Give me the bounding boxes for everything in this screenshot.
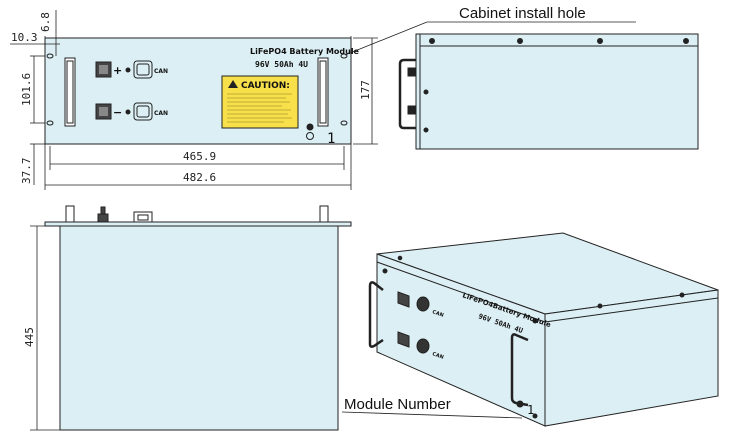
side-screw-icon bbox=[429, 38, 435, 44]
iso-front-face bbox=[376, 253, 546, 427]
caution-fine-print bbox=[227, 93, 292, 123]
module-number-callout: Module Number bbox=[344, 396, 451, 413]
top-dimension-lines bbox=[30, 225, 60, 431]
iso-terminal-icon bbox=[397, 291, 410, 308]
mount-hole-icon bbox=[46, 120, 54, 126]
iso-screw-icon bbox=[532, 413, 538, 419]
isometric-view bbox=[341, 232, 719, 427]
module-number-switch-icon bbox=[306, 132, 314, 140]
side-screw-icon bbox=[423, 89, 429, 95]
can-port-label: CAN bbox=[154, 110, 168, 117]
dim-top-offset: 6.8 bbox=[39, 12, 52, 32]
iso-can-label: CAN bbox=[431, 351, 444, 360]
front-rating-text: 96V 50Ah 4U bbox=[255, 60, 308, 69]
can-port-inner bbox=[136, 63, 150, 76]
iso-right-handle bbox=[510, 333, 529, 407]
iso-can-port-icon bbox=[416, 338, 430, 354]
can-port-icon bbox=[133, 102, 153, 121]
module-number-leader bbox=[341, 411, 523, 419]
top-can-port-inner bbox=[137, 214, 149, 221]
right-handle bbox=[317, 57, 329, 127]
caution-title: CAUTION: bbox=[241, 81, 290, 91]
front-dimension-text: 465.9 482.6 10.3 6.8 101.6 37.7 177 Cabi… bbox=[11, 5, 586, 184]
iso-top-rail bbox=[544, 297, 719, 323]
front-view-text: LiFePO4 Battery Module 96V 50Ah 4U + − C… bbox=[113, 47, 360, 147]
dim-depth: 445 bbox=[23, 327, 36, 347]
side-terminal-icon bbox=[407, 105, 417, 115]
can-port-label: CAN bbox=[154, 68, 168, 75]
positive-terminal-core bbox=[99, 65, 108, 74]
positive-symbol: + bbox=[113, 64, 122, 77]
right-handle-grip bbox=[319, 60, 327, 124]
front-module-number: 1 bbox=[327, 131, 335, 147]
iso-screw-icon bbox=[397, 255, 403, 261]
side-front-plate bbox=[415, 33, 421, 150]
side-body bbox=[419, 33, 699, 150]
mount-hole-icon bbox=[340, 53, 348, 59]
left-handle-grip bbox=[66, 60, 74, 124]
front-brand-text: LiFePO4 Battery Module bbox=[250, 47, 360, 56]
iso-front-edge bbox=[376, 261, 546, 323]
top-view bbox=[44, 205, 352, 431]
dim-handle-pitch: 101.6 bbox=[20, 73, 33, 106]
dim-hole-span: 465.9 bbox=[183, 150, 216, 163]
side-view bbox=[398, 33, 699, 150]
side-terminal-icon bbox=[407, 67, 417, 77]
install-hole-callout: Cabinet install hole bbox=[459, 5, 586, 22]
front-dimension-lines bbox=[10, 10, 636, 190]
iso-left-handle bbox=[368, 281, 384, 348]
module-number-button-icon bbox=[306, 123, 314, 131]
dim-panel-height: 177 bbox=[359, 80, 372, 100]
can-led-icon bbox=[125, 67, 131, 73]
left-handle bbox=[64, 57, 76, 127]
top-left-handle bbox=[65, 205, 75, 223]
top-body bbox=[59, 223, 339, 431]
iso-screw-icon bbox=[382, 268, 388, 274]
can-led-icon bbox=[125, 109, 131, 115]
negative-terminal-core bbox=[99, 107, 108, 116]
side-screw-icon bbox=[683, 38, 689, 44]
can-port-icon bbox=[133, 60, 153, 79]
iso-can-port-icon bbox=[416, 296, 430, 312]
dim-overall-width: 482.6 bbox=[183, 171, 216, 184]
can-port-inner bbox=[136, 105, 150, 118]
dim-bottom-offset: 37.7 bbox=[20, 158, 33, 185]
front-view bbox=[44, 37, 352, 145]
mount-hole-icon bbox=[46, 53, 54, 59]
negative-symbol: − bbox=[113, 106, 122, 119]
top-can-port-icon bbox=[133, 211, 153, 223]
iso-screw-icon bbox=[679, 292, 685, 298]
top-right-handle bbox=[319, 205, 329, 223]
iso-can-label: CAN bbox=[431, 309, 444, 318]
top-terminal-post bbox=[100, 206, 106, 215]
top-front-plate bbox=[44, 221, 352, 227]
iso-module-button-icon bbox=[516, 400, 524, 408]
side-handle bbox=[398, 58, 416, 130]
iso-screw-icon bbox=[597, 303, 603, 309]
top-terminal-icon bbox=[97, 213, 109, 223]
iso-terminal-icon bbox=[397, 331, 410, 348]
iso-screw-icon bbox=[532, 318, 538, 324]
side-screw-icon bbox=[597, 38, 603, 44]
side-screw-icon bbox=[423, 127, 429, 133]
mount-hole-icon bbox=[340, 120, 348, 126]
side-screw-icon bbox=[517, 38, 523, 44]
iso-module-number: 1 bbox=[527, 403, 534, 417]
warning-triangle-icon bbox=[228, 80, 238, 88]
dim-side-offset: 10.3 bbox=[11, 31, 38, 44]
front-panel bbox=[44, 37, 352, 145]
